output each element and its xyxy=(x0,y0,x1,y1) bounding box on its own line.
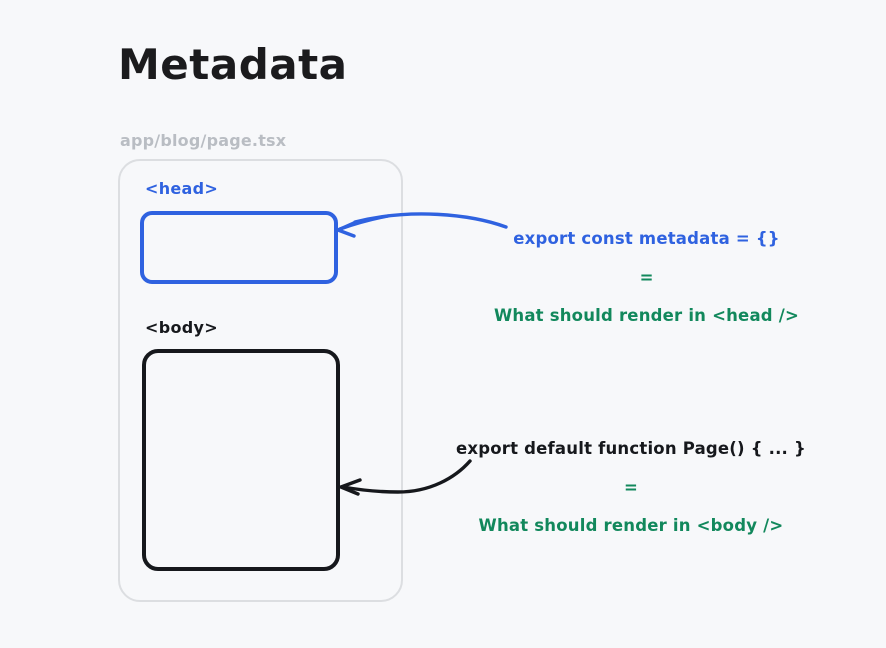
page-title: Metadata xyxy=(118,40,348,89)
file-path-caption: app/blog/page.tsx xyxy=(120,131,287,150)
head-content-box xyxy=(140,211,338,284)
head-annotation: export const metadata = {} = What should… xyxy=(494,229,799,325)
head-annotation-equals: = xyxy=(639,267,654,287)
body-section-label: <body> xyxy=(145,318,218,337)
head-annotation-code: export const metadata = {} xyxy=(513,229,780,248)
head-section-label: <head> xyxy=(145,179,219,198)
body-annotation-description: What should render in <body /> xyxy=(478,516,784,535)
document-container xyxy=(118,159,403,602)
head-annotation-description: What should render in <head /> xyxy=(494,306,799,325)
body-content-box xyxy=(142,349,340,571)
body-annotation-code: export default function Page() { ... } xyxy=(456,439,806,458)
body-annotation: export default function Page() { ... } =… xyxy=(456,439,806,535)
body-annotation-equals: = xyxy=(624,477,638,497)
